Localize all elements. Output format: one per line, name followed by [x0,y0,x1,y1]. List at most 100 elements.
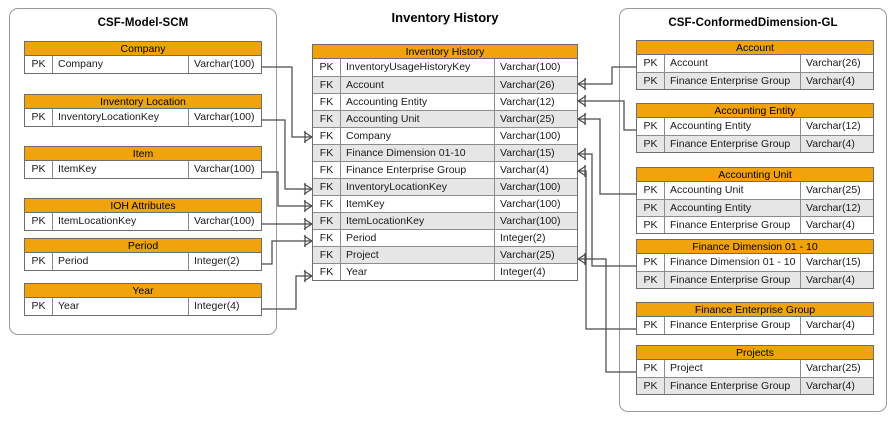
row-key: FK [313,94,341,110]
crowsfoot-period [303,235,313,247]
row-type: Varchar(100) [500,198,561,210]
row-key: PK [25,253,53,270]
crowsfoot-finance-enterprise-group [577,165,587,177]
row-type: Varchar(4) [806,75,855,87]
table-row: PK Company Varchar(100) [25,56,261,73]
group-title-gl: CSF-ConformedDimension-GL [668,17,838,29]
row-type: Varchar(100) [194,111,255,123]
crowsfoot-item [303,200,313,212]
row-field: Finance Dimension 01 - 10 [665,254,801,271]
row-type: Varchar(12) [500,96,555,108]
row-type: Varchar(12) [806,120,861,132]
row-key: FK [313,230,341,246]
crowsfoot-finance-dimension [577,148,587,160]
table-row: PK Accounting Entity Varchar(12) [637,199,873,216]
row-type: Varchar(15) [806,256,861,268]
row-key: FK [313,128,341,144]
table-row: PK Finance Enterprise Group Varchar(4) [637,216,873,233]
row-key: FK [313,145,341,161]
row-key: FK [313,247,341,263]
table-header-finance-enterprise-group: Finance Enterprise Group [637,303,873,317]
table-row: FK Project Varchar(25) [313,246,577,263]
row-key: FK [313,196,341,212]
group-title-scm: CSF-Model-SCM [97,17,189,29]
center-table-caption: Inventory History [391,10,499,25]
table-row: PK Finance Enterprise Group Varchar(4) [637,377,873,394]
table-inventory-history: Inventory History PK InventoryUsageHisto… [312,44,578,281]
crowsfoot-year [303,270,313,282]
row-field: Finance Enterprise Group [665,317,801,334]
row-type: Integer(4) [194,300,240,312]
row-field: Accounting Entity [341,94,495,110]
crowsfoot-accounting-unit [577,113,587,125]
row-type: Varchar(26) [500,79,555,91]
table-row: FK Year Integer(4) [313,263,577,280]
row-key: FK [313,162,341,178]
row-type: Varchar(25) [500,249,555,261]
table-header-company: Company [25,42,261,56]
table-projects: Projects PK Project Varchar(25) PK Finan… [636,345,874,395]
row-field: Finance Enterprise Group [665,217,801,233]
table-header-finance-dimension: Finance Dimension 01 - 10 [637,240,873,254]
row-field: Year [341,264,495,280]
row-type: Varchar(4) [806,138,855,150]
table-row: PK ItemKey Varchar(100) [25,161,261,178]
row-type: Integer(4) [500,266,546,278]
row-type: Varchar(100) [194,215,255,227]
table-row: FK Period Integer(2) [313,229,577,246]
table-row: PK Finance Enterprise Group Varchar(4) [637,72,873,89]
row-key: PK [25,56,53,73]
row-field: ItemLocationKey [341,213,495,229]
table-row: FK Finance Dimension 01-10 Varchar(15) [313,144,577,161]
table-accounting-unit: Accounting Unit PK Accounting Unit Varch… [636,167,874,234]
crowsfoot-inventory-location [303,183,313,195]
row-field: InventoryLocationKey [341,179,495,195]
table-row: PK InventoryLocationKey Varchar(100) [25,109,261,126]
row-type: Varchar(4) [806,380,855,392]
row-type: Varchar(25) [806,184,861,196]
row-key: FK [313,264,341,280]
table-row: PK Finance Enterprise Group Varchar(4) [637,271,873,288]
table-header-period: Period [25,239,261,253]
table-header-ioh-attributes: IOH Attributes [25,199,261,213]
row-type: Varchar(100) [194,58,255,70]
row-field: Period [53,253,189,270]
row-field: Accounting Entity [665,118,801,135]
table-row: FK Account Varchar(26) [313,76,577,93]
table-header-projects: Projects [637,346,873,360]
row-key: PK [25,213,53,230]
row-key: FK [313,77,341,93]
row-field: Finance Enterprise Group [665,136,801,152]
row-key: PK [637,136,665,152]
row-field: ItemLocationKey [53,213,189,230]
table-inventory-location: Inventory Location PK InventoryLocationK… [24,94,262,127]
table-row: PK Project Varchar(25) [637,360,873,377]
row-key: PK [637,200,665,216]
row-key: PK [637,217,665,233]
row-type: Varchar(100) [500,61,561,73]
row-key: PK [25,298,53,315]
table-row: PK ItemLocationKey Varchar(100) [25,213,261,230]
row-type: Varchar(4) [500,164,549,176]
row-field: InventoryUsageHistoryKey [341,59,495,76]
row-key: PK [637,182,665,199]
row-type: Varchar(100) [194,163,255,175]
row-key: PK [637,73,665,89]
row-field: Account [665,55,801,72]
table-header-accounting-entity: Accounting Entity [637,104,873,118]
table-row: FK InventoryLocationKey Varchar(100) [313,178,577,195]
table-year: Year PK Year Integer(4) [24,283,262,316]
row-field: Accounting Entity [665,200,801,216]
row-field: Finance Enterprise Group [341,162,495,178]
row-key: FK [313,111,341,127]
row-type: Integer(2) [500,232,546,244]
row-field: Project [341,247,495,263]
crowsfoot-accounting-entity [577,95,587,107]
table-row: PK Accounting Entity Varchar(12) [637,118,873,135]
table-row: PK Year Integer(4) [25,298,261,315]
row-type: Varchar(100) [500,215,561,227]
table-row: FK ItemLocationKey Varchar(100) [313,212,577,229]
crowsfoot-projects [577,253,587,265]
table-finance-dimension-01-10: Finance Dimension 01 - 10 PK Finance Dim… [636,239,874,289]
table-header-accounting-unit: Accounting Unit [637,168,873,182]
